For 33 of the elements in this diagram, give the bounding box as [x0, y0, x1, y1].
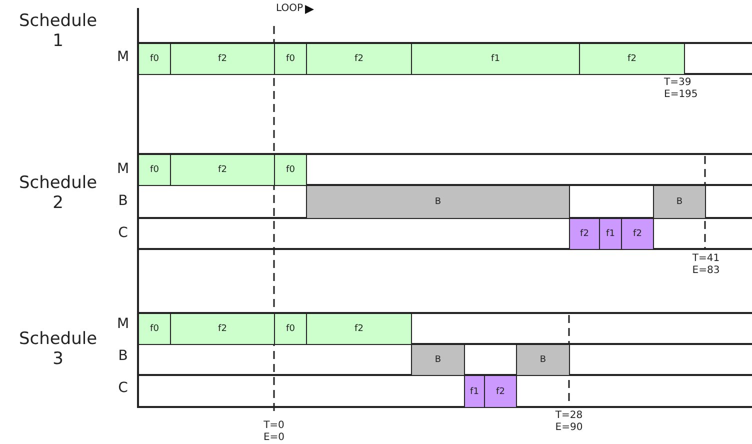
row-label: M [116, 161, 130, 178]
task-bar: f2 [306, 313, 412, 345]
task-bar: f2 [569, 218, 600, 250]
row-label: C [117, 380, 129, 396]
task-bar: f0 [138, 43, 171, 75]
schedule-label: Schedule 3 [18, 330, 98, 370]
task-bar: f2 [579, 43, 685, 75]
task-bar: f0 [138, 313, 171, 345]
task-bar: f2 [170, 154, 275, 186]
row-label: C [117, 225, 129, 242]
row-label: B [117, 348, 129, 364]
task-bar: f1 [411, 43, 580, 75]
task-bar: B [411, 344, 465, 376]
task-bar: f2 [170, 313, 275, 345]
task-bar: f2 [484, 375, 517, 408]
task-bar: f2 [621, 218, 654, 250]
task-bar: B [653, 185, 706, 219]
loop-label: LOOP [276, 3, 304, 14]
task-bar: B [306, 185, 570, 219]
task-bar: f2 [306, 43, 412, 75]
task-bar: B [516, 344, 570, 376]
task-bar: f0 [274, 313, 307, 345]
schedule-label: Schedule 1 [18, 12, 98, 52]
row-label: B [117, 193, 129, 210]
row-label: M [116, 316, 130, 332]
task-bar: f1 [599, 218, 622, 250]
task-bar: f1 [464, 375, 485, 408]
task-bar: f2 [170, 43, 275, 75]
task-bar: f0 [274, 154, 307, 186]
task-bar: f0 [274, 43, 307, 75]
row-label: M [116, 49, 130, 66]
schedule-label: Schedule 2 [18, 174, 98, 214]
task-bar: f0 [138, 154, 171, 186]
